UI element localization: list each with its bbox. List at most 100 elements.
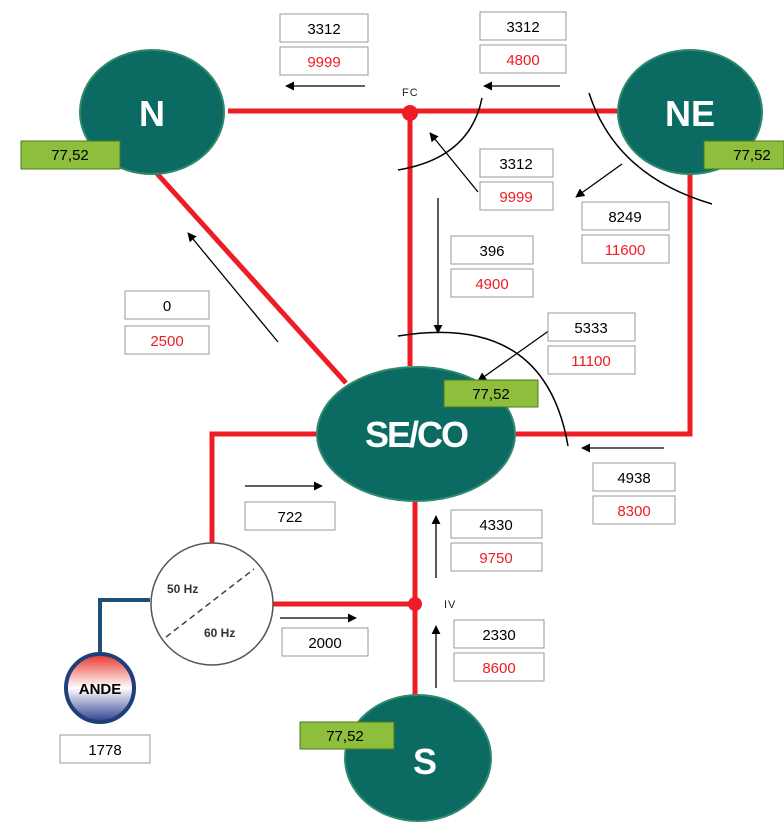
flow-seco-n: 0 2500: [124, 290, 210, 355]
flow-conv-seco-value-box: [244, 501, 336, 531]
flow-fc-ne: 3312 4800: [479, 11, 567, 74]
flow-fc-ne-value: 3312: [506, 19, 539, 36]
flow-ne-cut-value: 8249: [608, 209, 641, 226]
flow-seco-cut-value: 5333: [574, 320, 607, 337]
arrow-ne-cut: [575, 163, 623, 198]
flow-seco-n-value: 0: [163, 298, 171, 315]
flow-fc-cut-limit-box: [479, 181, 554, 211]
flow-ne-cut: 8249 11600: [581, 201, 670, 264]
node-s-label: S: [413, 741, 437, 782]
converter-divider: [165, 568, 255, 638]
node-ande: ANDE: [64, 652, 136, 724]
flow-s-iv: 2330 8600: [453, 619, 545, 682]
badge-n-value: 77,52: [51, 147, 89, 164]
flow-ne-seco-limit-box: [592, 495, 676, 525]
flow-s-iv-limit: 8600: [482, 660, 515, 677]
badge-s-value: 77,52: [326, 728, 364, 745]
node-n-label: N: [139, 93, 165, 134]
badge-ne-value: 77,52: [733, 147, 771, 164]
cut-arcs: [397, 92, 713, 447]
converter-circle: [150, 542, 274, 666]
flow-fc-seco-limit: 4900: [475, 276, 508, 293]
badge-seco-box: [443, 379, 539, 408]
junction-iv-dot: [408, 597, 422, 611]
badge-seco-value: 77,52: [472, 386, 510, 403]
flow-fc-seco-limit-box: [450, 268, 534, 298]
badge-seco: 77,52: [443, 379, 539, 408]
flow-ne-seco-value-box: [592, 462, 676, 492]
flow-iv-seco-value: 4330: [479, 517, 512, 534]
flow-iv-seco: 4330 9750: [450, 509, 543, 572]
flow-fc-seco-value-box: [450, 235, 534, 265]
line-ande-converter: [98, 598, 150, 672]
flow-ne-seco-value: 4938: [617, 470, 650, 487]
junction-fc: FC: [402, 87, 419, 121]
flow-ne-seco-limit: 8300: [617, 503, 650, 520]
flow-n-fc-limit-box: [279, 46, 369, 76]
node-s: S: [344, 694, 492, 822]
line-ne-seco: [512, 168, 693, 437]
flow-seco-n-limit: 2500: [150, 333, 183, 350]
converter-60hz-label: 60 Hz: [204, 626, 235, 640]
arrow-seco-n: [187, 232, 279, 343]
junction-fc-label: FC: [402, 87, 419, 99]
junction-iv-label: IV: [444, 599, 456, 611]
flow-s-iv-value-box: [453, 619, 545, 649]
arrow-fc-cut: [429, 132, 479, 193]
flow-n-fc-limit: 9999: [307, 54, 340, 71]
flow-seco-cut-value-box: [547, 312, 636, 342]
flow-conv-iv: 2000: [281, 627, 369, 657]
node-ande-label: ANDE: [79, 681, 122, 698]
converter-50hz-label: 50 Hz: [167, 582, 198, 596]
flow-ne-seco: 4938 8300: [592, 462, 676, 525]
flow-conv-iv-value-box: [281, 627, 369, 657]
flow-fc-ne-value-box: [479, 11, 567, 41]
cut-arc-ne: [588, 92, 713, 205]
flow-ne-cut-limit-box: [581, 234, 670, 264]
flow-fc-cut-value-box: [479, 148, 554, 178]
flow-fc-cut: 3312 9999: [479, 148, 554, 211]
flow-ne-cut-limit: 11600: [605, 242, 646, 259]
badge-ne: 77,52: [703, 140, 784, 170]
flow-n-fc: 3312 9999: [279, 13, 369, 76]
flow-fc-seco: 396 4900: [450, 235, 534, 298]
flow-fc-seco-value: 396: [479, 243, 504, 260]
node-ande-circle: [64, 652, 136, 724]
badge-ne-box: [703, 140, 784, 170]
flow-fc-cut-limit: 9999: [499, 189, 532, 206]
node-seco-label: SE/CO: [365, 414, 468, 455]
flow-iv-seco-limit: 9750: [479, 550, 512, 567]
badge-n: 77,52: [20, 140, 121, 170]
flow-seco-cut-limit-box: [547, 345, 636, 375]
badge-s-box: [299, 721, 395, 750]
junction-fc-dot: [402, 105, 418, 121]
junction-iv: IV: [408, 597, 456, 611]
flow-conv-seco: 722: [244, 501, 336, 531]
flow-seco-n-value-box: [124, 290, 210, 320]
frequency-converter: 50 Hz 60 Hz: [150, 542, 274, 666]
flow-fc-ne-limit-box: [479, 44, 567, 74]
line-n-seco: [150, 166, 348, 385]
flow-ande: 1778: [59, 734, 151, 764]
flow-seco-cut: 5333 11100: [547, 312, 636, 375]
flow-fc-ne-limit: 4800: [506, 52, 539, 69]
flow-fc-cut-value: 3312: [499, 156, 532, 173]
flow-conv-iv-value: 2000: [308, 635, 341, 652]
flow-seco-n-limit-box: [124, 325, 210, 355]
badge-s: 77,52: [299, 721, 395, 750]
flow-s-iv-limit-box: [453, 652, 545, 682]
node-ne-label: NE: [665, 93, 715, 134]
flow-iv-seco-limit-box: [450, 542, 543, 572]
flow-seco-cut-limit: 11100: [571, 353, 611, 370]
flow-ne-cut-value-box: [581, 201, 670, 231]
flow-ande-value-box: [59, 734, 151, 764]
cut-arc-seco: [397, 331, 569, 447]
flow-n-fc-value-box: [279, 13, 369, 43]
badge-n-box: [20, 140, 121, 170]
flow-ande-value: 1778: [88, 742, 121, 759]
arrow-seco-cut: [477, 329, 551, 382]
cut-arc-fc: [397, 97, 483, 171]
flow-iv-seco-value-box: [450, 509, 543, 539]
flow-n-fc-value: 3312: [307, 21, 340, 38]
